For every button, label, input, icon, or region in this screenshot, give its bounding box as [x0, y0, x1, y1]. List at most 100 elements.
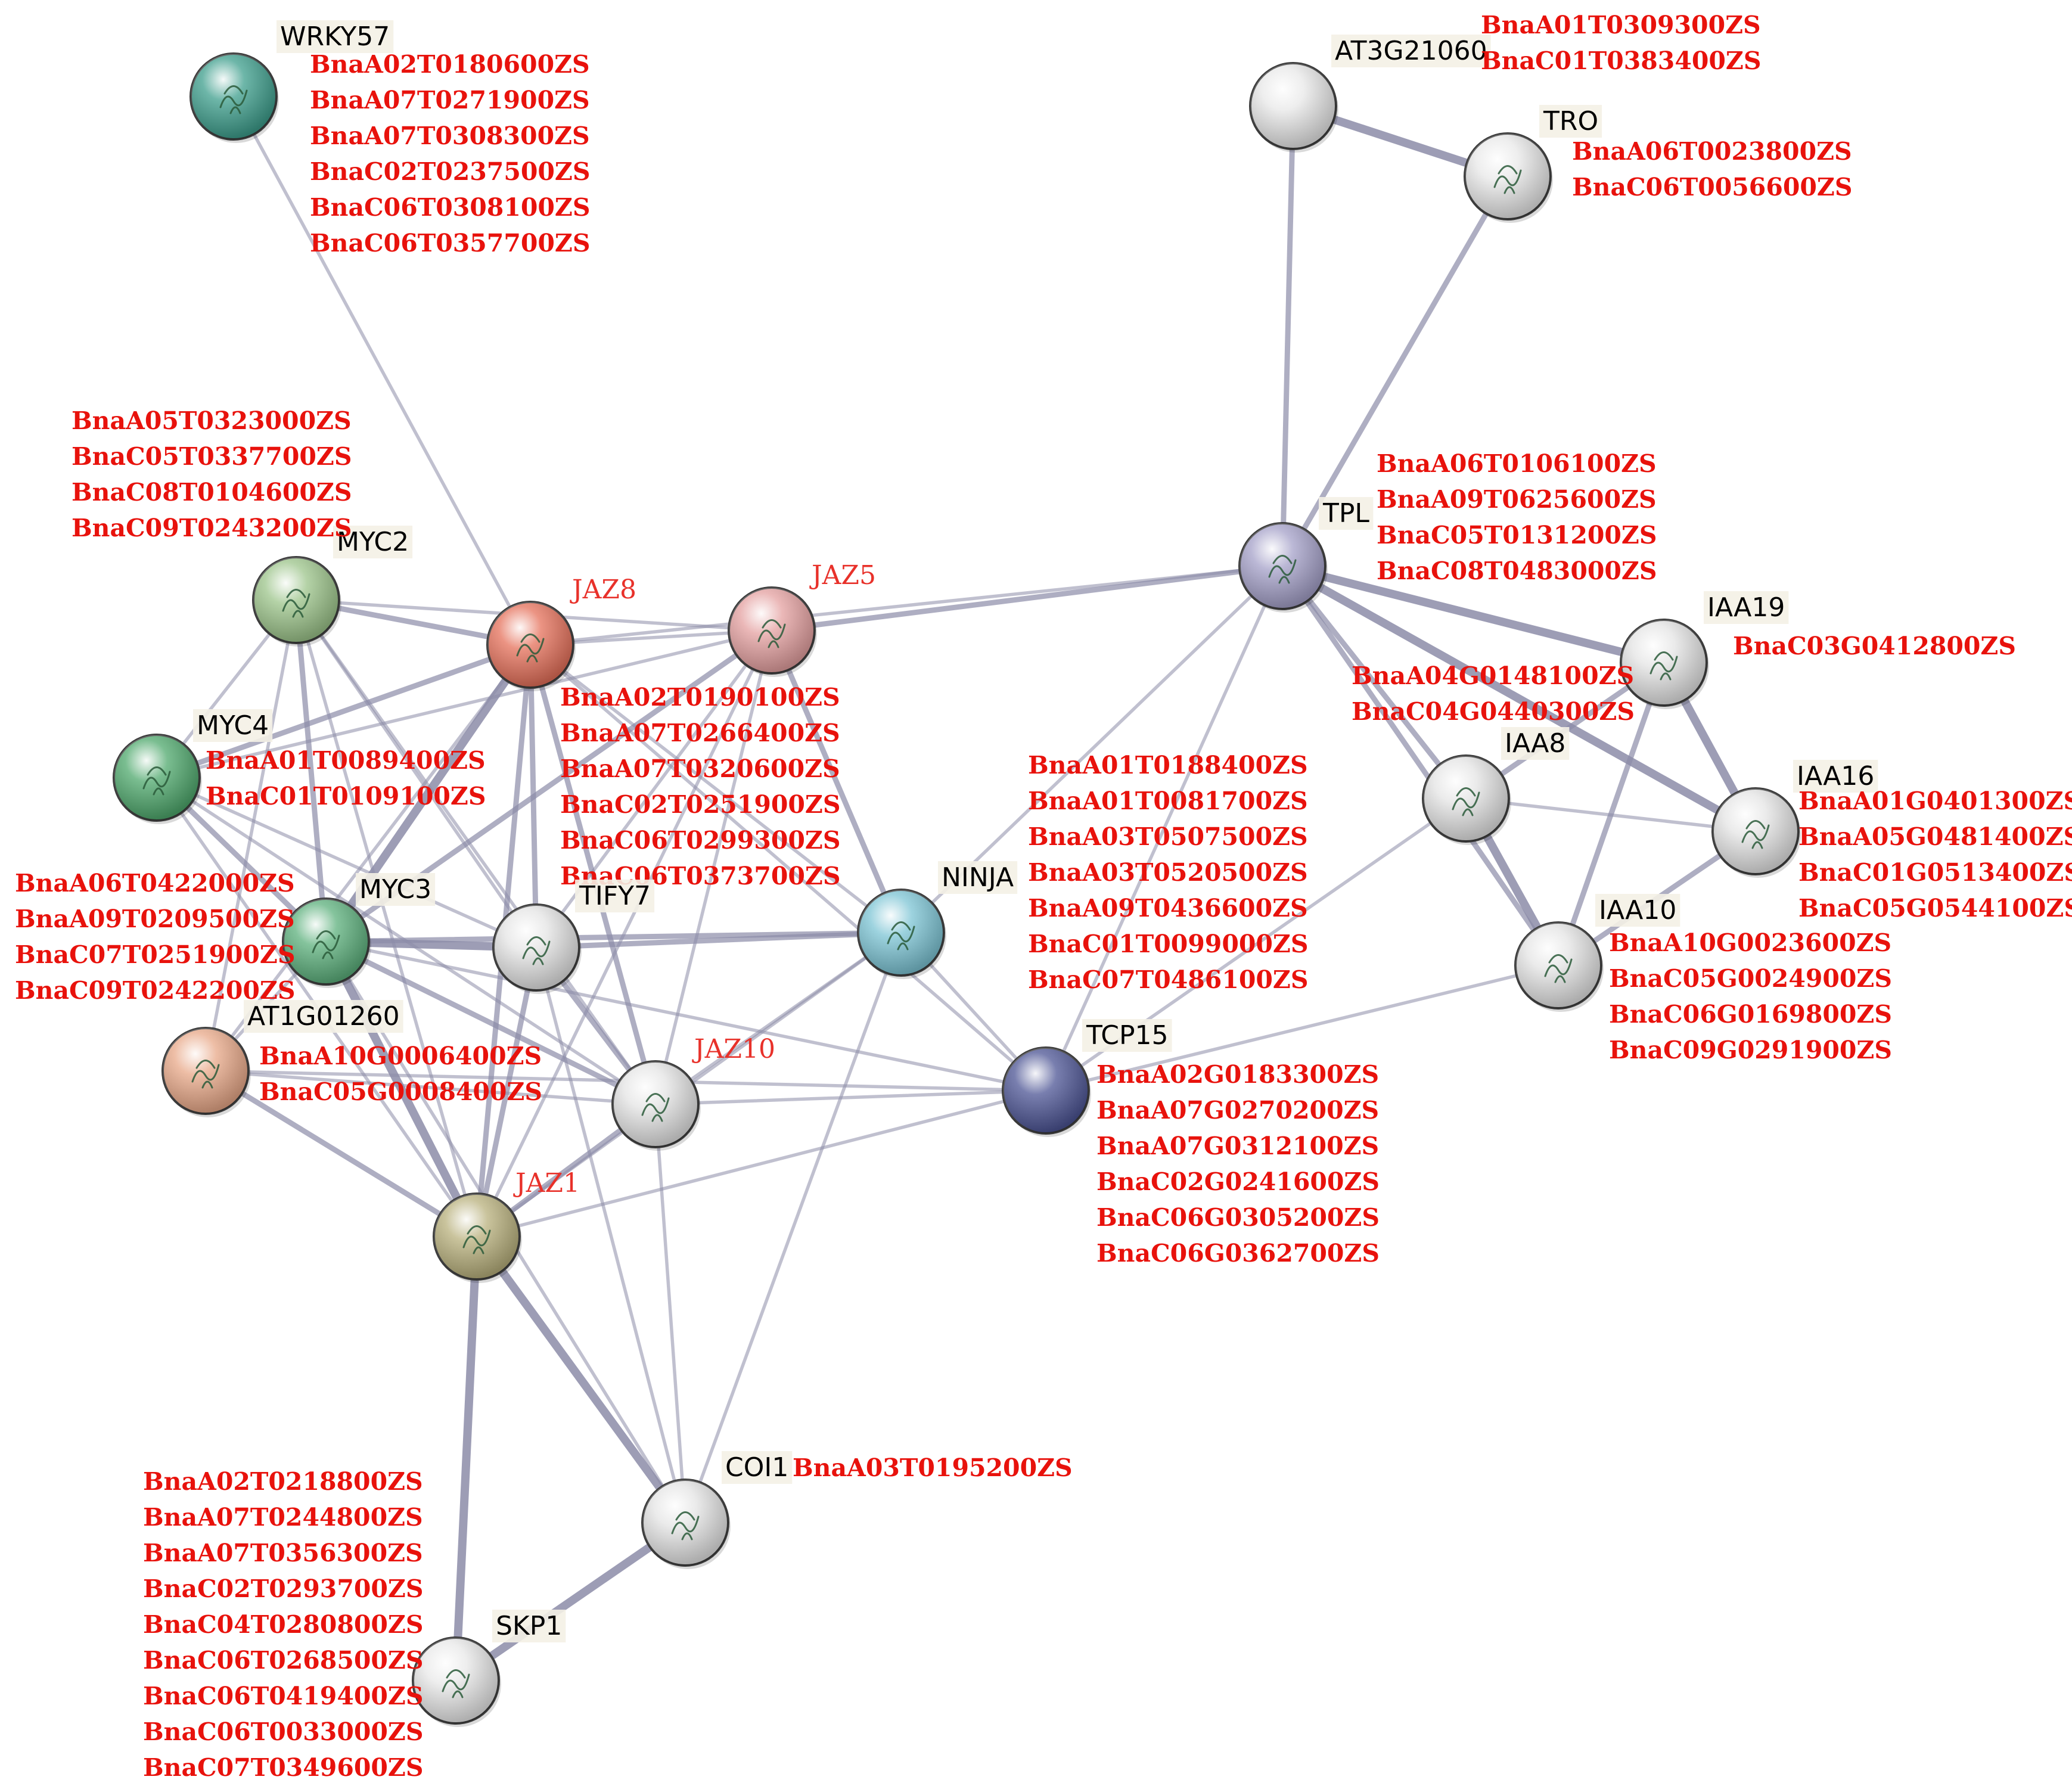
gene-id-label: BnaA07T0266400ZS: [560, 719, 840, 747]
protein-structure-icon: [1544, 954, 1573, 983]
label-background: [1539, 105, 1602, 138]
node-jaz1[interactable]: [433, 1192, 522, 1283]
edge-iaa10-tcp15: [1044, 964, 1560, 1092]
gene-id-label: BnaA07G0270200ZS: [1096, 1096, 1379, 1125]
gene-id-label: BnaA07T0271900ZS: [310, 86, 590, 114]
gene-id-label: BnaC02T0237500ZS: [310, 157, 590, 186]
gene-id-label: BnaA02T0180600ZS: [310, 50, 590, 79]
gene-id-label: BnaA01T0089400ZS: [206, 746, 486, 775]
edge-tcp15-jaz1: [475, 1089, 1048, 1238]
edge-jaz8-jaz10: [527, 642, 658, 1107]
edge-tpl-tcp15: [1044, 564, 1284, 1092]
protein-structure-icon: [191, 1060, 220, 1089]
gene-id-label: BnaC09G0291900ZS: [1609, 1036, 1892, 1064]
node-wrky57[interactable]: [190, 52, 279, 143]
node-tro[interactable]: [1464, 132, 1553, 223]
gene-id-label: BnaA04G0148100ZS: [1352, 661, 1634, 690]
gene-id-label: BnaC08T0483000ZS: [1377, 557, 1657, 585]
gene-id-label: BnaC09T0243200ZS: [72, 514, 352, 542]
node-label-tpl: TPL: [1322, 498, 1369, 529]
node-label-at1g01260: AT1G01260: [247, 1001, 400, 1032]
label-background: [1501, 727, 1570, 760]
protein-structure-icon: [1452, 787, 1480, 816]
label-background: [938, 861, 1018, 894]
gene-id-label: BnaC07T0486100ZS: [1028, 965, 1308, 994]
label-background: [1319, 497, 1374, 530]
gene-id-label: BnaA02T0218800ZS: [143, 1467, 423, 1496]
edge-jaz5-jaz10: [654, 629, 773, 1106]
gene-id-label: BnaC06T0357700ZS: [310, 229, 590, 257]
node-myc3[interactable]: [282, 897, 371, 988]
edge-myc3-tcp15: [324, 940, 1048, 1092]
protein-structure-icon: [887, 921, 915, 951]
node-ninja[interactable]: [857, 889, 946, 979]
gene-id-label: BnaC02T0251900ZS: [560, 790, 840, 819]
gene-id-label: BnaA07T0320600ZS: [560, 754, 840, 783]
node-tcp15[interactable]: [1002, 1046, 1091, 1137]
node-label-iaa16: IAA16: [1797, 761, 1874, 791]
edge-jaz5-tpl: [769, 563, 1285, 633]
gene-id-label: BnaA07T0308300ZS: [310, 122, 590, 150]
gene-id-label: BnaC02T0293700ZS: [143, 1574, 423, 1603]
gene-id-label: BnaA05G0481400ZS: [1798, 822, 2072, 851]
node-at1g01260[interactable]: [161, 1027, 251, 1117]
gene-id-label: BnaA10G0006400ZS: [259, 1042, 542, 1070]
gene-id-label: BnaC08T0104600ZS: [72, 478, 352, 507]
protein-structure-icon: [1493, 165, 1522, 194]
protein-structure-icon: [1649, 651, 1678, 681]
edge-ninja-coi1: [684, 931, 903, 1524]
label-background: [492, 1610, 566, 1642]
node-jaz5[interactable]: [728, 586, 817, 677]
edge-at1g01260-jaz10: [204, 1069, 657, 1106]
gene-id-label: BnaA03T0195200ZS: [793, 1454, 1073, 1482]
node-jaz10[interactable]: [611, 1060, 701, 1151]
gene-id-label: BnaA09T0625600ZS: [1377, 485, 1657, 514]
gene-id-label: BnaA05T0323000ZS: [72, 406, 352, 435]
node-iaa10[interactable]: [1514, 921, 1604, 1012]
gene-id-label: BnaC01G0513400ZS: [1798, 858, 2072, 887]
gene-id-label: BnaC04T0280800ZS: [143, 1610, 423, 1639]
edge-jaz5-jaz1: [475, 629, 773, 1238]
node-myc2[interactable]: [252, 556, 341, 647]
label-background: [1704, 591, 1789, 624]
node-jaz8[interactable]: [486, 601, 576, 691]
edge-jaz1-coi1: [473, 1232, 689, 1527]
protein-structure-icon: [671, 1511, 700, 1541]
label-background: [1595, 894, 1680, 927]
gene-id-label: BnaA01T0081700ZS: [1028, 787, 1308, 815]
node-iaa16[interactable]: [1711, 787, 1801, 878]
node-tpl[interactable]: [1238, 522, 1328, 613]
edge-jaz8-at1g01260: [204, 643, 532, 1073]
node-at3g21060[interactable]: [1249, 62, 1338, 153]
label-background: [277, 20, 394, 53]
node-label-iaa10: IAA10: [1599, 895, 1676, 925]
node-iaa8[interactable]: [1422, 754, 1511, 845]
edge-jaz8-tcp15: [529, 643, 1048, 1092]
gene-id-label: BnaC05T0337700ZS: [72, 442, 352, 471]
node-iaa19[interactable]: [1620, 619, 1709, 709]
gene-id-label: BnaC07T0349600ZS: [143, 1753, 423, 1782]
gene-id-label: BnaA07T0244800ZS: [143, 1503, 423, 1532]
node-label-tify7: TIFY7: [579, 881, 651, 911]
protein-structure-icon: [757, 619, 786, 648]
node-myc4[interactable]: [113, 734, 202, 824]
nodes-layer: [113, 52, 1801, 1727]
edge-jaz5-myc4: [155, 629, 773, 779]
node-label-iaa19: IAA19: [1707, 592, 1785, 623]
edge-at3g21060-tpl: [1279, 103, 1296, 569]
edge-tify7-coi1: [535, 946, 687, 1524]
edge-myc2-jaz1: [294, 598, 479, 1238]
node-label-jaz10: JAZ10: [692, 1034, 775, 1064]
label-background: [333, 526, 413, 558]
node-tify7[interactable]: [492, 903, 582, 994]
node-label-jaz1: JAZ1: [513, 1168, 580, 1198]
gene-id-label: BnaC06T0056600ZS: [1572, 173, 1852, 201]
node-label-ninja: NINJA: [942, 862, 1014, 893]
node-skp1[interactable]: [412, 1636, 501, 1727]
edge-tpl-iaa19: [1278, 562, 1668, 667]
node-coi1[interactable]: [641, 1479, 731, 1569]
node-label-at3g21060: AT3G21060: [1335, 36, 1487, 66]
edge-at1g01260-jaz1: [203, 1068, 480, 1240]
node-label-skp1: SKP1: [496, 1611, 562, 1641]
